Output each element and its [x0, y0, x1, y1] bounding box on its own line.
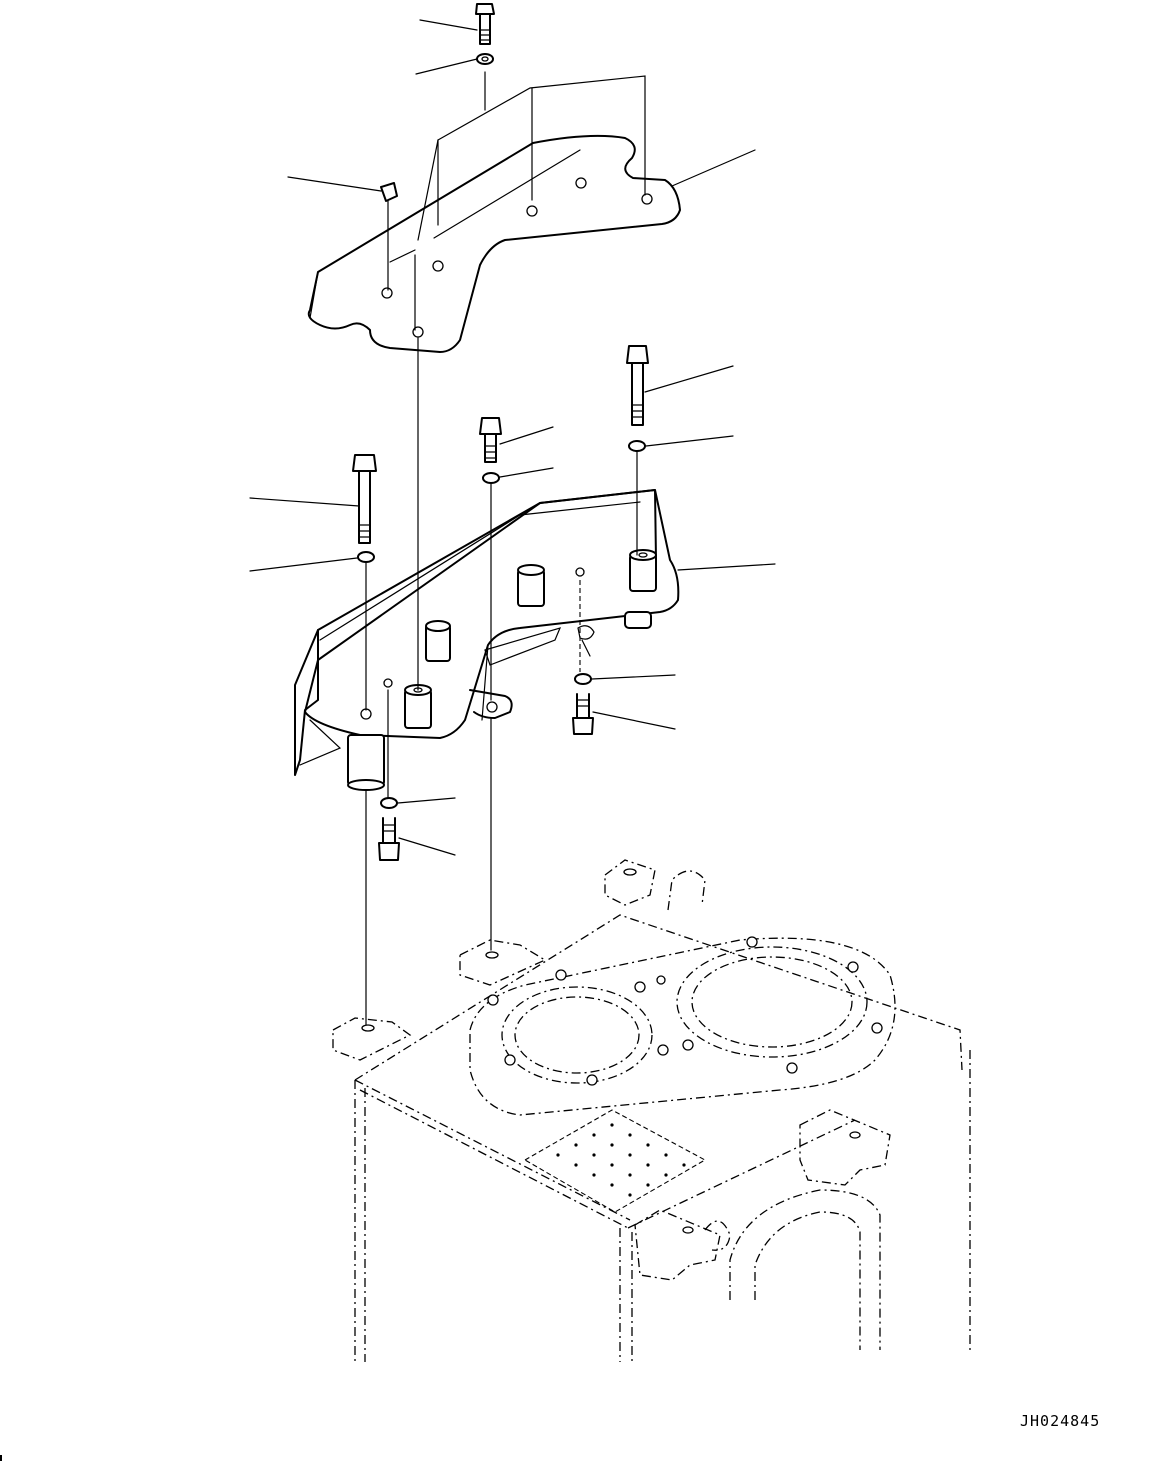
washer-lower-left	[380, 797, 398, 809]
rubber-plug	[380, 182, 398, 291]
top-bolt	[475, 3, 495, 45]
short-bolt-middle	[479, 417, 502, 463]
bolt-lower-left	[378, 817, 400, 861]
boss	[404, 684, 432, 729]
long-bolt-right	[626, 345, 649, 426]
boss	[425, 620, 451, 662]
leader-lines	[249, 19, 776, 856]
boss	[629, 549, 657, 592]
boss	[517, 564, 545, 607]
washer-right	[628, 440, 646, 452]
bolt-lower-right	[572, 693, 594, 735]
center-lines	[365, 337, 581, 1026]
washer-lower-right	[574, 673, 592, 685]
mount-bracket	[294, 489, 680, 791]
washer-middle	[482, 472, 500, 484]
top-cover-plate	[307, 71, 681, 353]
grate-dots	[556, 1123, 686, 1197]
washer-left	[357, 551, 375, 563]
drawing-code-label: JH024845	[1020, 1412, 1101, 1430]
tank-body	[332, 859, 971, 1362]
long-bolt-left	[352, 454, 377, 544]
